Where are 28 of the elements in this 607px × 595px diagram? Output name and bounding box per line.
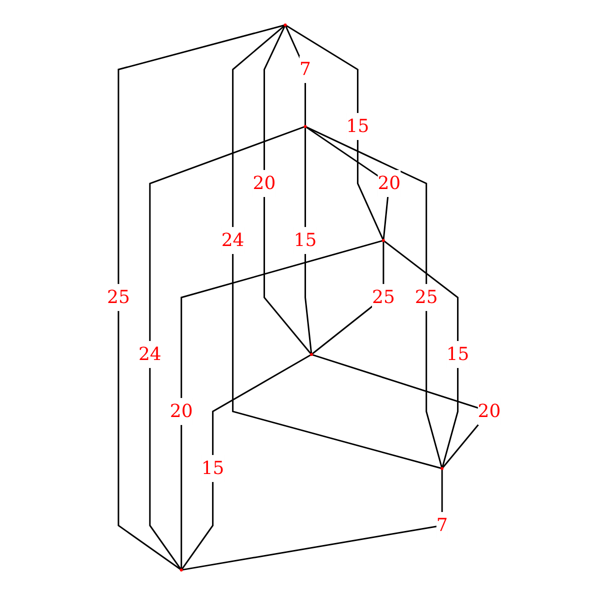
- edge-label: 15: [201, 458, 224, 479]
- connector: [117, 24, 284, 570]
- node-circle: [440, 466, 444, 470]
- node-circle: [303, 125, 306, 128]
- connector: [383, 240, 458, 468]
- edge-label: 15: [293, 230, 316, 251]
- edge-label: 20: [477, 400, 500, 422]
- edge-label: 24: [138, 344, 161, 365]
- connector: [304, 128, 312, 354]
- edge-label: 20: [252, 172, 276, 194]
- connector: [180, 354, 311, 570]
- edge-label: 20: [170, 400, 192, 422]
- edge-label: 20: [377, 172, 400, 194]
- edge-label: 24: [221, 230, 244, 251]
- node-circle: [283, 24, 286, 26]
- edge-label: 7: [436, 514, 448, 536]
- node-circle: [180, 568, 182, 572]
- edge-label: 7: [299, 59, 311, 80]
- node-circle: [310, 353, 313, 356]
- edge-label: 25: [372, 286, 395, 308]
- connector: [182, 469, 442, 571]
- edge-label: 25: [106, 286, 130, 308]
- edge-label: 25: [414, 286, 438, 308]
- edge-label: 15: [446, 344, 469, 365]
- connector: [148, 126, 304, 570]
- edge-label: 15: [346, 116, 369, 137]
- node-circle: [382, 239, 385, 242]
- connector: [180, 240, 382, 569]
